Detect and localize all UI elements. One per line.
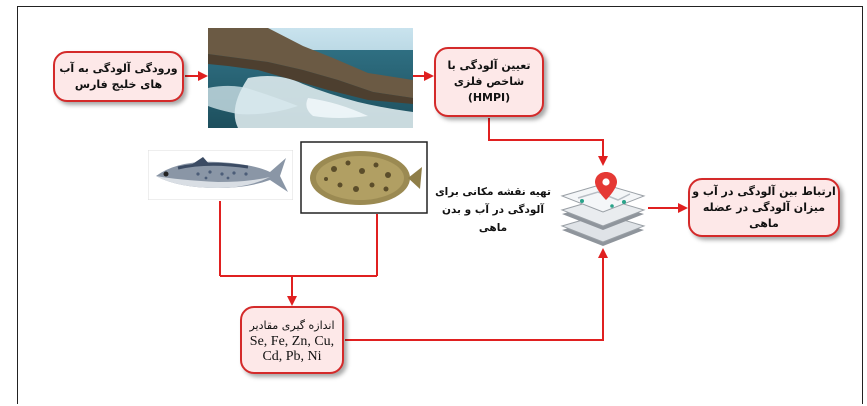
map-caption: تهیه نقشه مکانی برای آلودگی در آب و بدن … — [430, 183, 556, 237]
box-relation-line2: میزان آلودگی در عضله ماهی — [702, 200, 826, 230]
box-hmpi: تعیین آلودگی با شاخص فلزی (HMPI) — [434, 47, 544, 117]
box-measure-metals-line1: Se, Fe, Zn, Cu, — [249, 334, 335, 349]
box-measure-title: اندازه گیری مقادیر — [249, 319, 335, 332]
figure-frame — [17, 6, 863, 404]
flounder-fish-photo — [300, 141, 428, 214]
map-layers-icon — [560, 172, 646, 246]
box-input-line2: های خلیج فارس — [74, 77, 163, 91]
box-hmpi-line3: (HMPI) — [467, 91, 511, 104]
box-measure-metals-line2: Cd, Pb, Ni — [262, 349, 322, 364]
arrow-hmpi-to-map — [488, 118, 608, 166]
map-caption-line2: آلودگی در آب و بدن ماهی — [442, 204, 544, 234]
mackerel-fish-photo — [148, 150, 293, 200]
box-measure-metals: اندازه گیری مقادیر Se, Fe, Zn, Cu, Cd, P… — [240, 306, 344, 374]
arrow-measure-to-map — [345, 248, 608, 341]
box-hmpi-line2: شاخص فلزی — [453, 75, 525, 88]
box-input-line1: ورودگی آلودگی به آب — [59, 61, 178, 75]
box-relation: ارتباط بین آلودگی در آب و میزان آلودگی د… — [688, 178, 840, 237]
map-caption-line1: تهیه نقشه مکانی برای — [435, 186, 551, 198]
sea-coast-photo — [208, 28, 413, 128]
box-relation-line1: ارتباط بین آلودگی در آب و — [692, 184, 836, 198]
box-pollution-input: ورودگی آلودگی به آب های خلیج فارس — [53, 51, 184, 102]
box-hmpi-line1: تعیین آلودگی با — [447, 59, 531, 72]
